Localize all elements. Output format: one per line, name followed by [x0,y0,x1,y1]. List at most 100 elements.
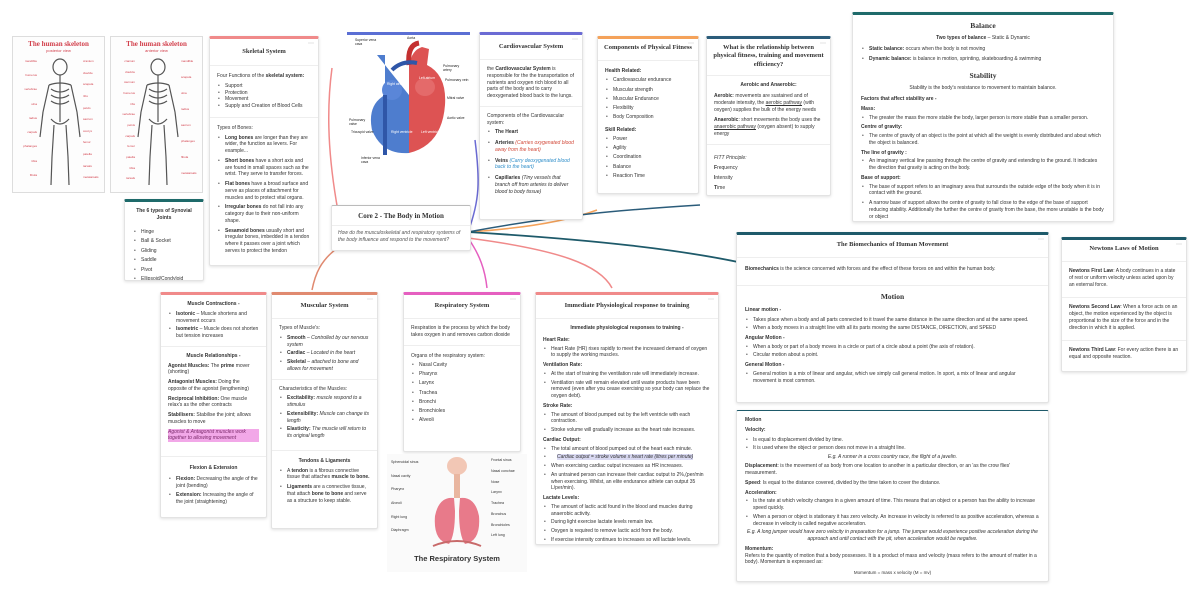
skeleton-label: sternum [124,80,135,85]
synovial-joints-card[interactable]: The 6 types of Synovial Joints HingeBall… [124,199,204,281]
bone-type-item: Irregular bones do not fall into any cat… [217,204,311,224]
organ-item: Alveoli [411,416,513,426]
skeleton-posterior-image: The human skeleton posterior view mandib… [12,36,105,193]
skill-item: Power [605,135,691,145]
lactate-item: The amount of lactic acid found in the b… [543,504,711,518]
respiratory-label: Nasal cavity [391,473,411,478]
skeleton-label: mandible [181,59,194,63]
skeleton-label: cranium [124,59,135,63]
respiratory-label: Nose [491,479,500,484]
extensibility-item: Extensibility: Muscle can change its len… [279,411,370,425]
anaerobic-text: Anaerobic: short movements the body uses… [714,117,821,137]
function-item: Movement [217,96,311,103]
skeleton-label: phalanges [181,139,195,143]
stroke-heading: Stroke Rate: [543,402,573,409]
ventilation-list: At the start of training the ventilation… [543,371,711,400]
contractions-heading: Muscle Contractions - [187,301,240,307]
respiratory-label: Larynx [491,490,502,495]
core-title: Core 2 - The Body in Motion [332,206,470,226]
muscle-details-card[interactable]: Muscle Contractions - Isotonic – Muscle … [160,292,267,518]
motion-title: Motion [880,291,905,301]
more-icon[interactable]: ⋯ [308,41,314,47]
ventilation-heading: Ventilation Rate: [543,362,583,368]
cardiac-output-text-2: When exercising cardiac output increases… [543,463,711,470]
organ-item: Nasal Cavity [411,361,513,371]
fitt-heading: FITT Principle: [714,154,747,161]
balance-stability-card[interactable]: Balance Two types of balance – Static & … [852,12,1114,222]
health-item: Muscular Endurance [605,95,691,105]
momentum-text: Refers to the quantity of motion that a … [745,552,1037,566]
skeleton-label: sacrum [83,117,93,122]
bones-list: Long bones are longer than they are wide… [217,135,311,255]
bos-heading: Base of support: [861,174,901,181]
heart-icon [370,40,446,155]
more-icon[interactable]: ⋯ [1038,237,1044,243]
bos-text-2: A narrow base of support allows the cent… [861,200,1105,220]
cardiac-output-text-3: An untrained person can increase their c… [543,472,711,492]
lactate-item: Oxygen is required to remove lactic acid… [543,528,711,535]
cardio-title: Cardiovascular System [498,43,564,50]
skeleton-label: femur [127,144,135,149]
lactate-item: If exercise intensity continues to incre… [543,537,711,544]
skeleton-label: ribs [130,101,135,106]
joints-list: HingeBall & SocketGlidingSaddlePivotElli… [125,226,203,281]
respiratory-label: Right lung [391,514,408,519]
lactate-list: The amount of lactic acid found in the b… [543,504,711,544]
function-item: Supply and Creation of Blood Cells [217,103,311,110]
general-list: General motion is a mix of linear and an… [745,371,1040,385]
reciprocal-item: Reciprocal Inhibition: One muscle relax'… [168,395,248,409]
respiratory-label: Bronchus [491,511,507,516]
static-balance: Static balance: occurs when the body is … [861,46,1105,53]
organ-item: Pharynx [411,370,513,380]
balance-title: Balance [970,21,996,30]
relationship-card[interactable]: ⋯ What is the relationship between physi… [706,36,831,196]
skill-list: PowerAgilityCoordinationBalanceReaction … [605,135,691,182]
skeleton-label: tarsals [126,176,135,181]
skeleton-anterior-title: The human skeleton [126,40,187,48]
biomechanics-card[interactable]: ⋯ The Biomechanics of Human Movement Bio… [736,232,1049,403]
immediate-response-card[interactable]: ⋯ Immediate Physiological response to tr… [535,292,719,545]
relationship-title: What is the relationship between physica… [713,44,824,68]
respiratory-label: Diaphragm [391,528,409,533]
component-veins: Veins (Carry deoxygenated blood back to … [487,158,575,172]
acceleration-list: Is the rate at which velocity changes in… [745,498,1040,527]
function-item: Support [217,83,311,90]
joint-item: Ellipsoid/Condyloid [133,275,195,280]
joint-item: Saddle [133,256,195,266]
more-icon[interactable]: ⋯ [510,297,516,303]
physical-fitness-card[interactable]: ⋯ Components of Physical Fitness Health … [597,36,699,194]
organs-heading: Organs of the respiratory system: [411,352,485,359]
heart-label: Pulmonary valve [349,118,366,126]
skeletal-system-card[interactable]: ⋯ Skeletal System Four Functions of the … [209,36,319,266]
more-icon[interactable]: ⋯ [708,297,714,303]
newtons-laws-card[interactable]: ⋯ Newtons Laws of Motion Newtons First L… [1061,237,1187,372]
linear-heading: Linear motion - [745,306,782,313]
extension-item: Extension: Increasing the angle of the j… [168,492,259,506]
component-heart: The Heart [487,129,575,136]
isotonic-item: Isotonic – Muscle shortens and movement … [168,311,259,325]
lactate-heading: Lactate Levels: [543,495,580,501]
skeleton-label: scapula [83,82,94,87]
function-item: Protection [217,90,311,97]
more-icon[interactable]: ⋯ [367,297,373,303]
cardiovascular-card[interactable]: ⋯ Cardiovascular System the Cardiovascul… [479,32,583,220]
respiratory-label: Left lung [491,533,505,538]
dynamic-balance: Dynamic balance: is balance in motion, s… [861,56,1105,63]
skeleton-figure-icon [39,58,81,186]
muscular-system-card[interactable]: ⋯ Muscular System Types of Muscle's: Smo… [271,292,378,529]
heart-label: Aortic valve [447,116,465,120]
core-central-node[interactable]: Core 2 - The Body in Motion How do the m… [331,205,471,251]
fitt-item: Intensity [714,174,733,181]
characteristics-heading: Characteristics of the Muscles: [279,385,348,392]
more-icon[interactable]: ⋯ [820,41,826,47]
more-icon[interactable]: ⋯ [1176,242,1182,248]
organs-list: Nasal CavityPharynxLarynxTracheaBronchiB… [411,361,513,426]
heart-label: Mitral valve [447,96,465,100]
more-icon[interactable]: ⋯ [572,37,578,43]
motion-details-card[interactable]: Motion Velocity: Is equal to displacemen… [736,410,1049,582]
respiratory-card[interactable]: ⋯ Respiratory System Respiration is the … [403,292,521,452]
more-icon[interactable]: ⋯ [688,41,694,47]
respiratory-label: Nasal conchae [491,468,515,473]
